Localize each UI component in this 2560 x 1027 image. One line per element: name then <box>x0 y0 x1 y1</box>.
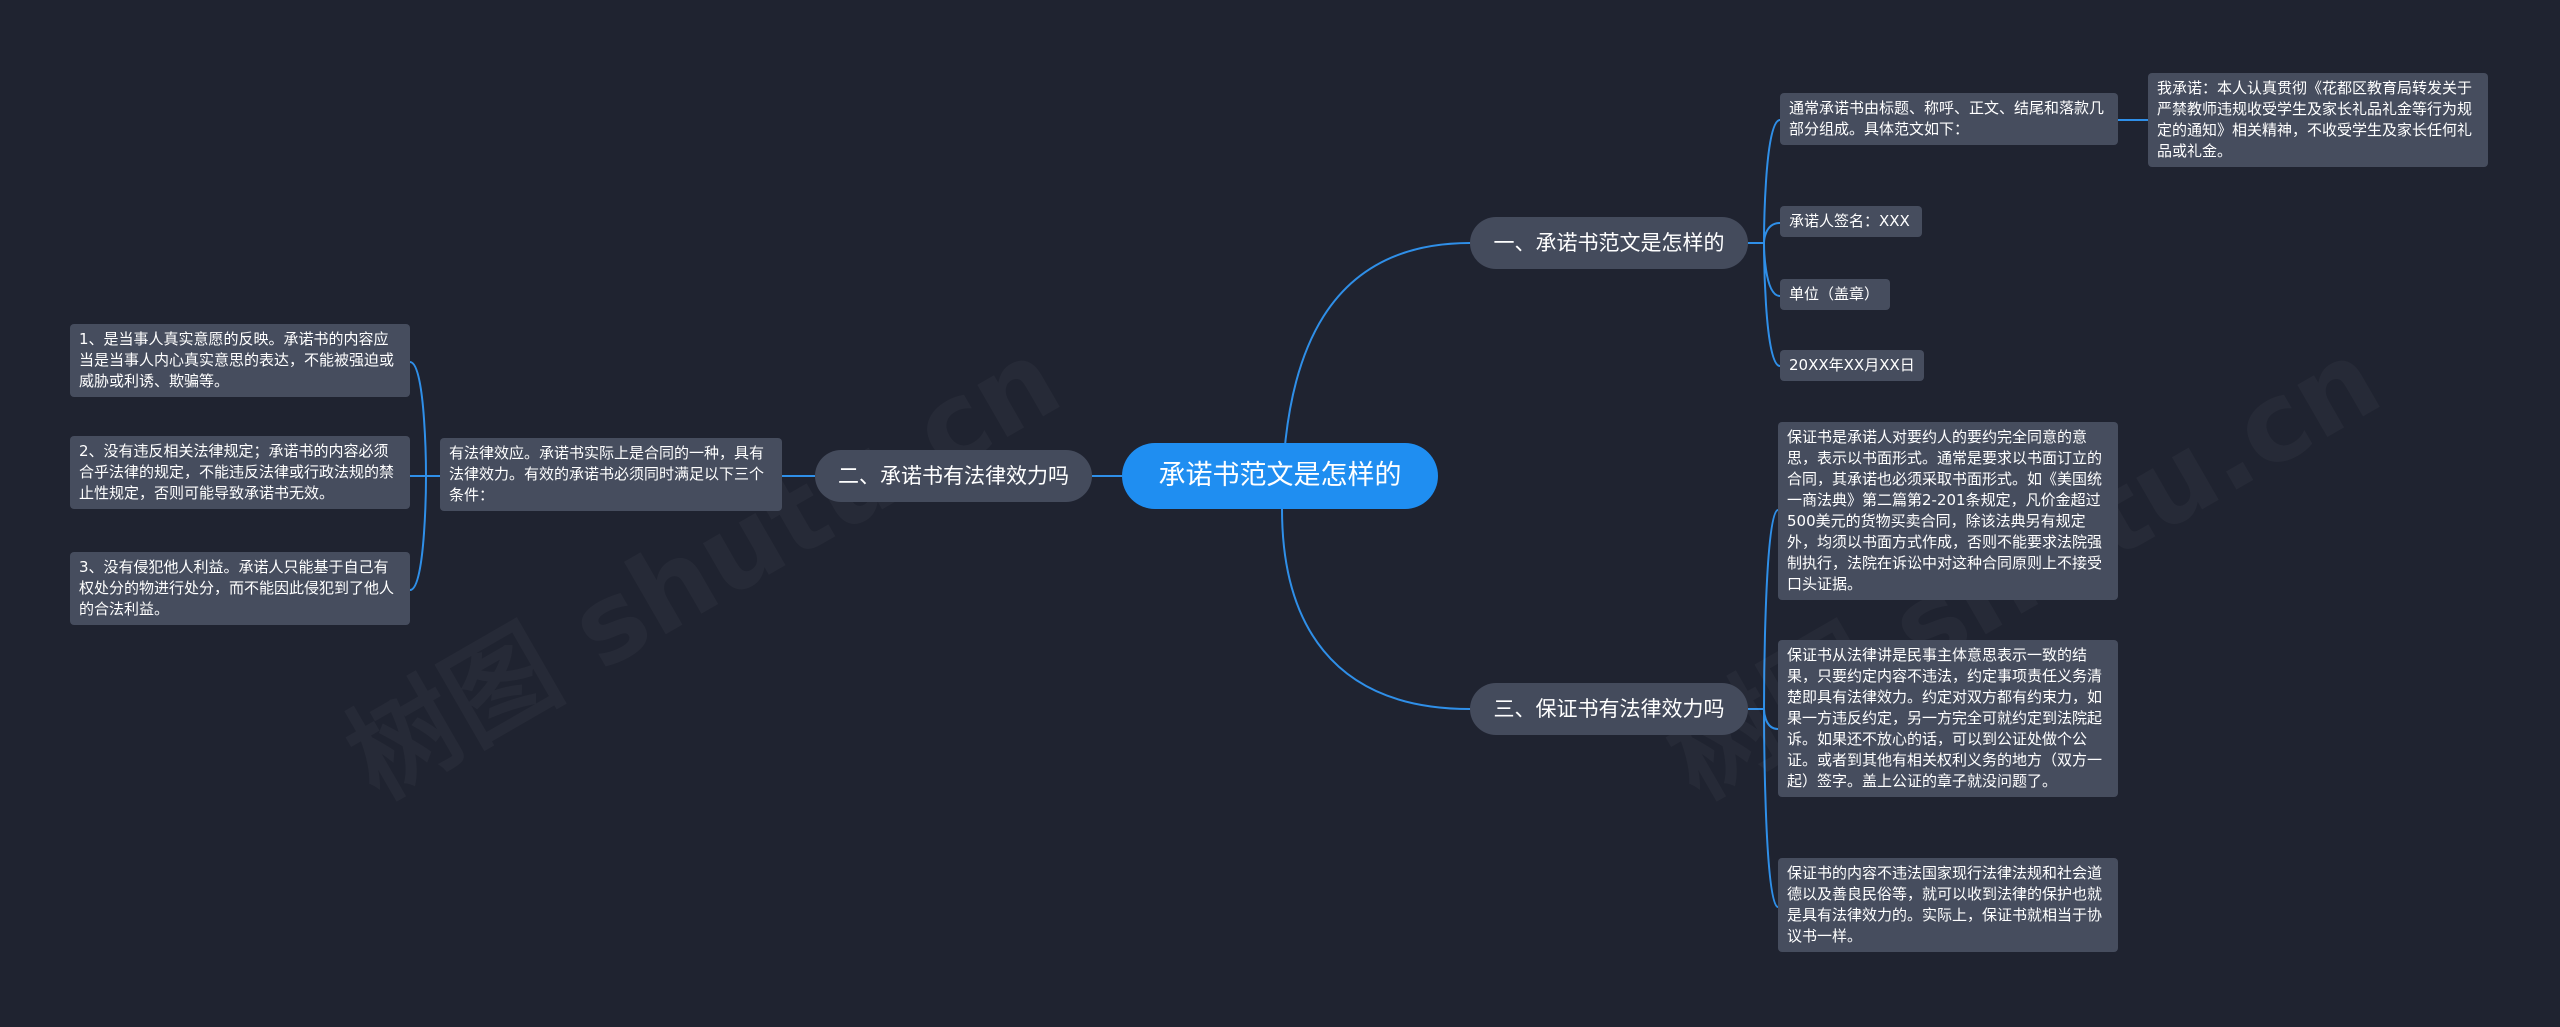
connector-root-b3 <box>1281 508 1471 710</box>
branch-b1[interactable]: 一、承诺书范文是怎样的 <box>1470 217 1748 269</box>
leaf-b3-2[interactable]: 保证书从法律讲是民事主体意思表示一致的结果，只要约定内容不违法，约定事项责任义务… <box>1778 640 2118 797</box>
root-topic[interactable]: 承诺书范文是怎样的 <box>1122 443 1438 509</box>
connector-b3 <box>1748 509 1779 908</box>
leaf-b1-unit[interactable]: 单位（盖章） <box>1780 279 1890 310</box>
branch-b2[interactable]: 二、承诺书有法律效力吗 <box>815 450 1092 502</box>
leaf-b2-main[interactable]: 有法律效应。承诺书实际上是合同的一种，具有法律效力。有效的承诺书必须同时满足以下… <box>440 438 782 511</box>
connector-b2-conditions <box>409 361 440 591</box>
leaf-b2-condition-3[interactable]: 3、没有侵犯他人利益。承诺人只能基于自己有权处分的物进行处分，而不能因此侵犯到了… <box>70 552 410 625</box>
connector-b1 <box>1748 119 1781 367</box>
branch-b3[interactable]: 三、保证书有法律效力吗 <box>1470 683 1748 735</box>
leaf-b1-signature[interactable]: 承诺人签名：XXX <box>1780 206 1922 237</box>
leaf-b2-condition-2[interactable]: 2、没有违反相关法律规定；承诺书的内容必须合乎法律的规定，不能违反法律或行政法规… <box>70 436 410 509</box>
leaf-b1-example[interactable]: 我承诺：本人认真贯彻《花都区教育局转发关于严禁教师违规收受学生及家长礼品礼金等行… <box>2148 73 2488 167</box>
leaf-b3-1[interactable]: 保证书是承诺人对要约人的要约完全同意的意思，表示以书面形式。通常是要求以书面订立… <box>1778 422 2118 600</box>
leaf-b1-date[interactable]: 20XX年XX月XX日 <box>1780 350 1924 381</box>
leaf-b2-condition-1[interactable]: 1、是当事人真实意愿的反映。承诺书的内容应当是当事人内心真实意思的表达，不能被强… <box>70 324 410 397</box>
leaf-b3-3[interactable]: 保证书的内容不违法国家现行法律法规和社会道德以及善良民俗等，就可以收到法律的保护… <box>1778 858 2118 952</box>
leaf-b1-intro[interactable]: 通常承诺书由标题、称呼、正文、结尾和落款几部分组成。具体范文如下： <box>1780 93 2118 145</box>
